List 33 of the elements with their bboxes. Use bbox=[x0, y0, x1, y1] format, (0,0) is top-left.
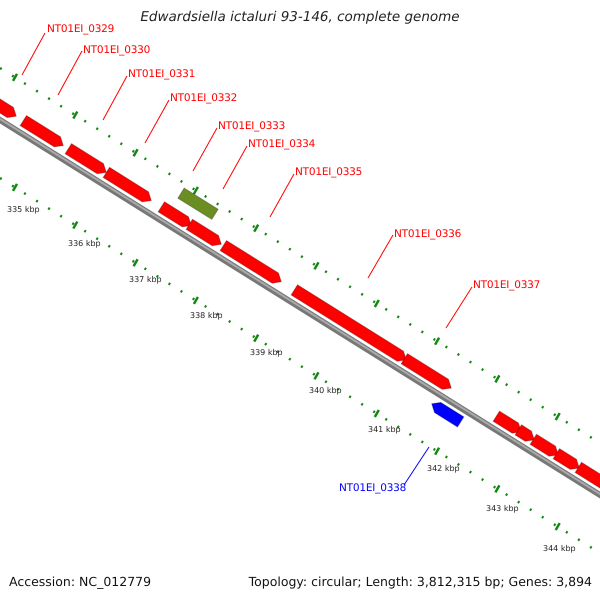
position-label: 342 kbp bbox=[427, 464, 460, 473]
gene-label: NT01EI_0334 bbox=[248, 138, 316, 150]
position-label: 337 kbp bbox=[129, 275, 162, 284]
leader-line bbox=[368, 234, 394, 278]
leader-line bbox=[58, 50, 82, 96]
leader-line bbox=[192, 128, 218, 172]
position-label: 343 kbp bbox=[486, 504, 519, 513]
footer-text: Topology: circular; Length: 3,812,315 bp; Genes: 3,894 bbox=[248, 574, 592, 589]
leader-line bbox=[144, 100, 170, 144]
leader-line bbox=[222, 146, 248, 190]
gene-label: NT01EI_0336 bbox=[394, 228, 462, 240]
gene-label: NT01EI_0332 bbox=[170, 92, 238, 104]
position-label: 344 kbp bbox=[543, 544, 576, 553]
footer-text: Accession: NC_012779 bbox=[9, 574, 152, 589]
leader-line bbox=[270, 174, 294, 218]
gene-label: NT01EI_0333 bbox=[218, 120, 286, 132]
position-label: 338 kbp bbox=[190, 311, 223, 320]
gene-label: NT01EI_0335 bbox=[295, 166, 362, 178]
position-label: 340 kbp bbox=[309, 386, 342, 395]
gene-label: NT01EI_0337 bbox=[473, 279, 540, 291]
title: Edwardsiella ictaluri 93-146, complete genome bbox=[139, 9, 461, 25]
gene-label: NT01EI_0338 bbox=[339, 482, 406, 494]
leader-line bbox=[446, 286, 472, 328]
leader-line bbox=[22, 32, 46, 76]
gene-label: NT01EI_0329 bbox=[47, 23, 114, 35]
position-label: 341 kbp bbox=[368, 425, 401, 434]
position-label: 339 kbp bbox=[250, 348, 283, 357]
gene-label: NT01EI_0330 bbox=[83, 44, 150, 56]
position-label: 335 kbp bbox=[7, 205, 40, 214]
gene-label: NT01EI_0331 bbox=[128, 68, 196, 80]
leader-line bbox=[404, 446, 430, 486]
position-label: 336 kbp bbox=[68, 239, 101, 248]
leader-line bbox=[102, 76, 128, 120]
